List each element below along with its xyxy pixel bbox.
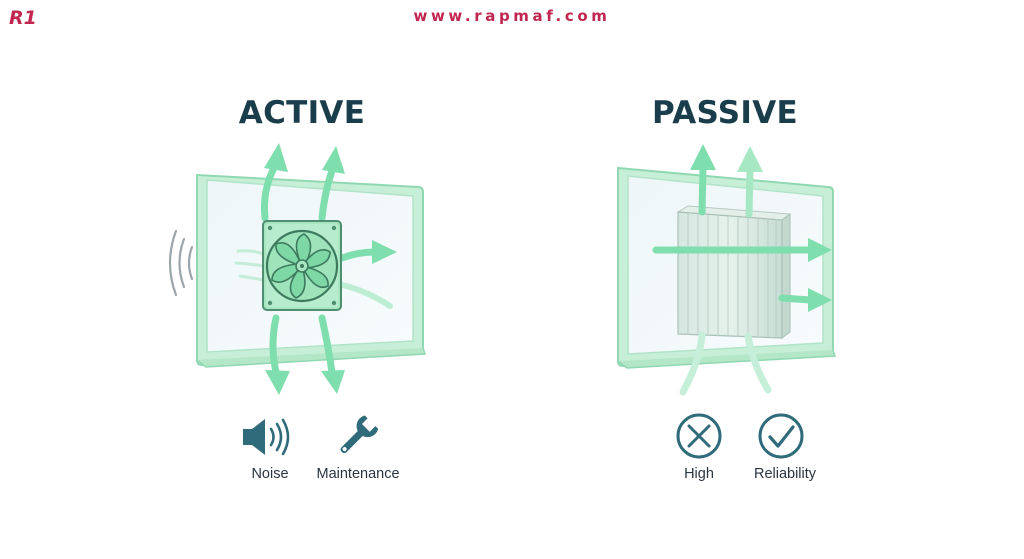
active-airflow-arrows	[261, 143, 397, 395]
arrow-right-lower	[778, 288, 832, 312]
x-circle-icon	[676, 413, 722, 459]
intake-streaks	[234, 249, 266, 282]
logo-text: R1	[9, 7, 37, 28]
arrow-up-right	[737, 146, 763, 218]
fan-blades	[271, 233, 331, 299]
maintenance-label: Maintenance	[316, 466, 400, 482]
high-label: High	[684, 466, 714, 482]
intake-curve-left	[679, 331, 706, 396]
active-panel	[168, 143, 427, 456]
check-circle-icon	[758, 413, 804, 459]
arrow-down-right	[318, 314, 345, 394]
reliability-label: Reliability	[753, 466, 817, 482]
arrow-right	[338, 240, 397, 264]
arrow-right-upper	[652, 238, 832, 262]
passive-title: PASSIVE	[652, 95, 798, 131]
passive-panel	[617, 144, 837, 459]
fan-unit	[262, 220, 342, 311]
noise-label: Noise	[251, 466, 289, 482]
brand-logo: R1	[9, 7, 37, 28]
arrow-down-left	[265, 314, 290, 395]
website-url: www.rapmaf.com	[413, 7, 611, 25]
sound-waves	[168, 229, 194, 297]
arrow-faint	[339, 282, 393, 309]
active-title: ACTIVE	[238, 95, 366, 131]
wrench-icon	[340, 415, 379, 454]
passive-airflow-arrows	[652, 144, 832, 396]
speaker-icon	[243, 418, 290, 456]
arrow-up-left	[261, 143, 288, 222]
heatsink	[676, 205, 792, 339]
intake-curve-right	[744, 332, 772, 394]
arrow-up-left	[690, 144, 716, 216]
arrow-up-right	[318, 146, 345, 222]
